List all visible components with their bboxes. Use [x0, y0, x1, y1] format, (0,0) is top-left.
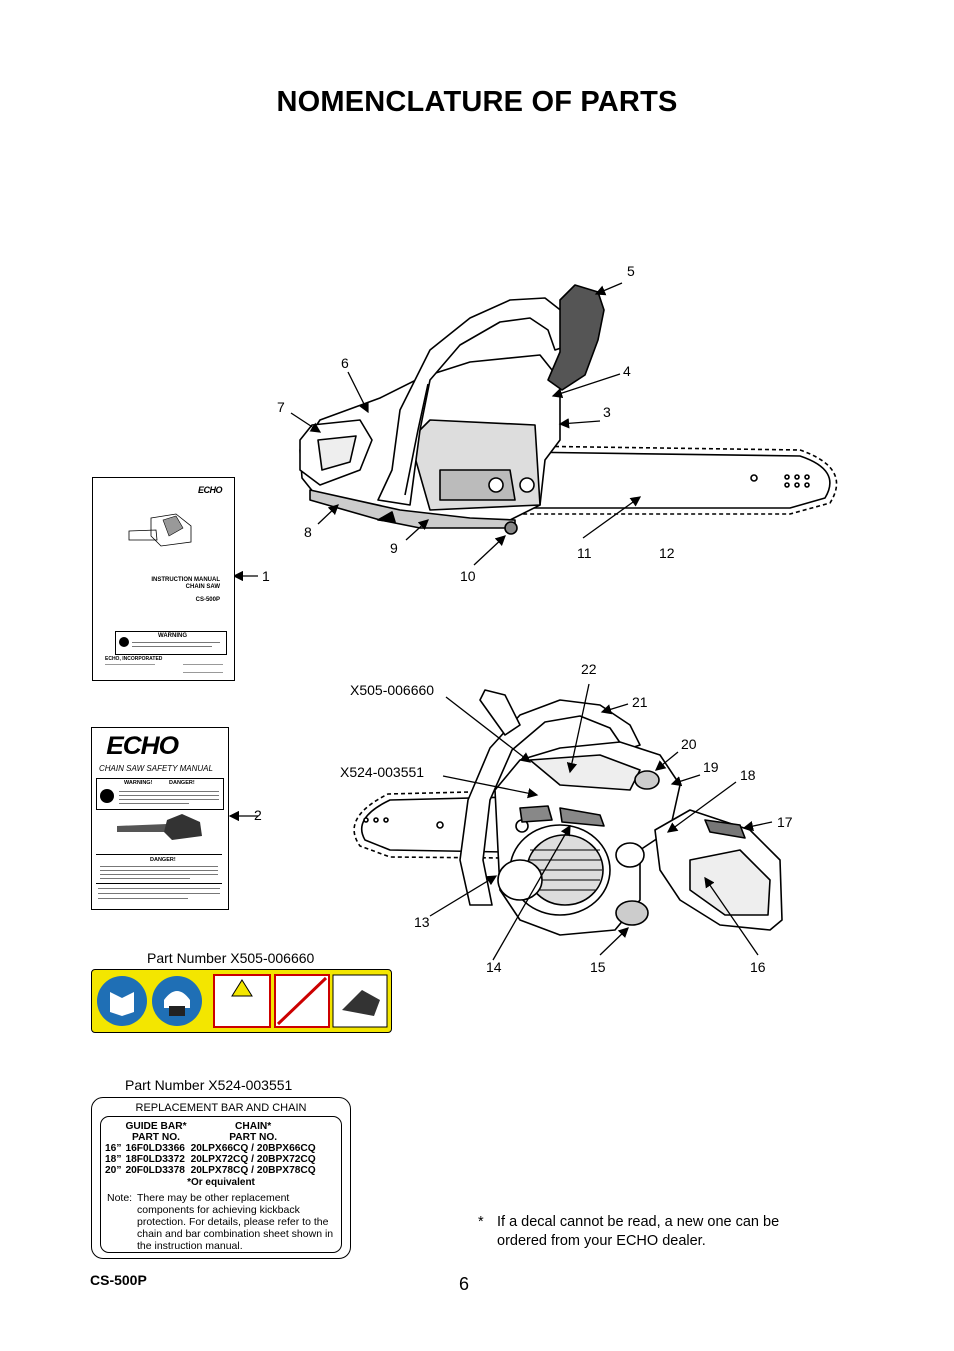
- callout-14: 14: [486, 959, 502, 975]
- pictogram-icons: [97, 974, 388, 1028]
- safety-manual-warning-box: WARNING! DANGER!: [96, 778, 224, 810]
- footnote-text: If a decal cannot be read, a new one can…: [497, 1214, 780, 1249]
- table-row: 16” 16F0LD3366 20LPX66CQ / 20BPX66CQ: [105, 1143, 316, 1154]
- manual-subtitle: CHAIN SAW: [185, 584, 220, 590]
- callout-3: 3: [603, 404, 611, 420]
- note-text: There may be other replacement component…: [137, 1192, 334, 1252]
- replacement-note: Note: There may be other replacement com…: [107, 1192, 341, 1252]
- callout-8: 8: [304, 524, 312, 540]
- decal-x505-label: Part Number X505-006660: [147, 950, 315, 966]
- page-title: NOMENCLATURE OF PARTS: [276, 86, 678, 118]
- model-number: CS-500P: [90, 1272, 147, 1288]
- replacement-header: REPLACEMENT BAR AND CHAIN: [135, 1102, 307, 1114]
- callout-10: 10: [460, 568, 476, 584]
- or-equivalent: *Or equivalent: [187, 1177, 255, 1188]
- replacement-table: GUIDE BAR* CHAIN* PART NO. PART NO. 16” …: [103, 1121, 318, 1176]
- guide-bar-header: GUIDE BAR*: [125, 1121, 187, 1132]
- callout-1: 1: [262, 568, 270, 584]
- callout-19: 19: [703, 759, 719, 775]
- callout-11: 11: [577, 545, 592, 561]
- table-row: 20” 20F0LD3378 20LPX78CQ / 20BPX78CQ: [105, 1165, 316, 1176]
- callout-2: 2: [254, 807, 262, 823]
- replacement-table-box: GUIDE BAR* CHAIN* PART NO. PART NO. 16” …: [100, 1116, 342, 1253]
- safety-manual-cover: ECHO CHAIN SAW SAFETY MANUAL WARNING! DA…: [91, 727, 229, 910]
- manual-brand-logo: ECHO: [197, 485, 223, 495]
- chain-partno-header: PART NO.: [229, 1132, 278, 1143]
- chainsaw-top-view: [299, 284, 838, 535]
- callout-x524: X524-003551: [340, 764, 425, 780]
- callout-20: 20: [681, 736, 697, 752]
- safety-warning-icon: [100, 789, 114, 803]
- callout-9: 9: [390, 540, 398, 556]
- callout-x505: X505-006660: [350, 682, 435, 698]
- manual-warning-icon: [119, 637, 129, 647]
- safety-manual-brand-logo: ECHO: [106, 732, 179, 760]
- callout-15: 15: [590, 959, 606, 975]
- callout-22: 22: [581, 661, 597, 677]
- instruction-manual-cover: ECHO INSTRUCTION MANUAL CHAIN SAW CS-500…: [92, 477, 235, 681]
- callout-5: 5: [627, 263, 635, 279]
- note-label: Note:: [107, 1192, 133, 1204]
- replacement-bar-chain-decal: REPLACEMENT BAR AND CHAIN GUIDE BAR* CHA…: [91, 1097, 351, 1259]
- safety-danger-label: DANGER!: [169, 780, 195, 786]
- manual-chainsaw-picture: [128, 513, 192, 547]
- warning-pictogram-decal: [91, 969, 392, 1033]
- decal-footnote: * If a decal cannot be read, a new one c…: [478, 1213, 818, 1251]
- footnote-mark: *: [478, 1214, 484, 1230]
- safety-manual-subtitle: CHAIN SAW SAFETY MANUAL: [99, 764, 213, 773]
- leader-lines: [228, 282, 773, 961]
- manual-warning-box: WARNING: [115, 631, 227, 655]
- decal-x524-label: Part Number X524-003551: [125, 1077, 293, 1093]
- safety-chainsaw-picture: [117, 814, 202, 840]
- callout-18: 18: [740, 767, 756, 783]
- guide-bar-partno-header: PART NO.: [132, 1132, 180, 1143]
- safety-danger2-label: DANGER!: [150, 857, 176, 863]
- callout-6: 6: [341, 355, 349, 371]
- manual-company: ECHO, INCORPORATED: [105, 656, 163, 662]
- manual-warning-label: WARNING: [158, 633, 187, 639]
- safety-manual-danger-box: DANGER!: [96, 854, 222, 884]
- page-number: 6: [459, 1274, 470, 1294]
- callout-21: 21: [632, 694, 648, 710]
- callout-16: 16: [750, 959, 766, 975]
- table-row: 18” 18F0LD3372 20LPX72CQ / 20BPX72CQ: [105, 1154, 316, 1165]
- callout-12: 12: [659, 545, 675, 561]
- callout-4: 4: [623, 363, 631, 379]
- safety-warning-label: WARNING!: [124, 780, 153, 786]
- callout-7: 7: [277, 399, 285, 415]
- callout-13: 13: [414, 914, 430, 930]
- manual-title: INSTRUCTION MANUAL: [151, 577, 220, 583]
- manual-model: CS-500P: [195, 597, 220, 603]
- callout-17: 17: [777, 814, 793, 830]
- chain-header: CHAIN*: [235, 1121, 272, 1132]
- chainsaw-bottom-view: [353, 689, 783, 936]
